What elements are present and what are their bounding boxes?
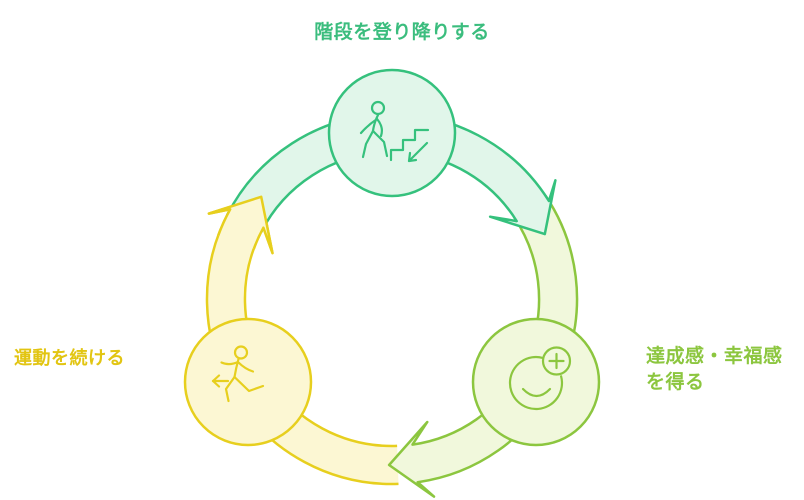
arrow-exercise-to-stairs-head: [207, 195, 274, 255]
person-descending-stairs-icon: [359, 100, 430, 163]
running-person-icon: [211, 345, 265, 403]
node-climb-stairs: [327, 68, 457, 198]
step-label-achievement-line1: 達成感・幸福感: [646, 346, 783, 367]
node-keep-exercising: [183, 317, 313, 447]
cycle-nodes: [183, 68, 601, 447]
step-label-achievement: 達成感・幸福感 を得る: [646, 344, 783, 396]
step-label-keep-exercising: 運動を続ける: [14, 348, 125, 368]
smiley-add-icon: [508, 346, 572, 411]
node-achievement: [471, 317, 601, 447]
step-label-achievement-line2: を得る: [646, 372, 705, 393]
step-label-climb-stairs: 階段を登り降りする: [314, 22, 490, 43]
